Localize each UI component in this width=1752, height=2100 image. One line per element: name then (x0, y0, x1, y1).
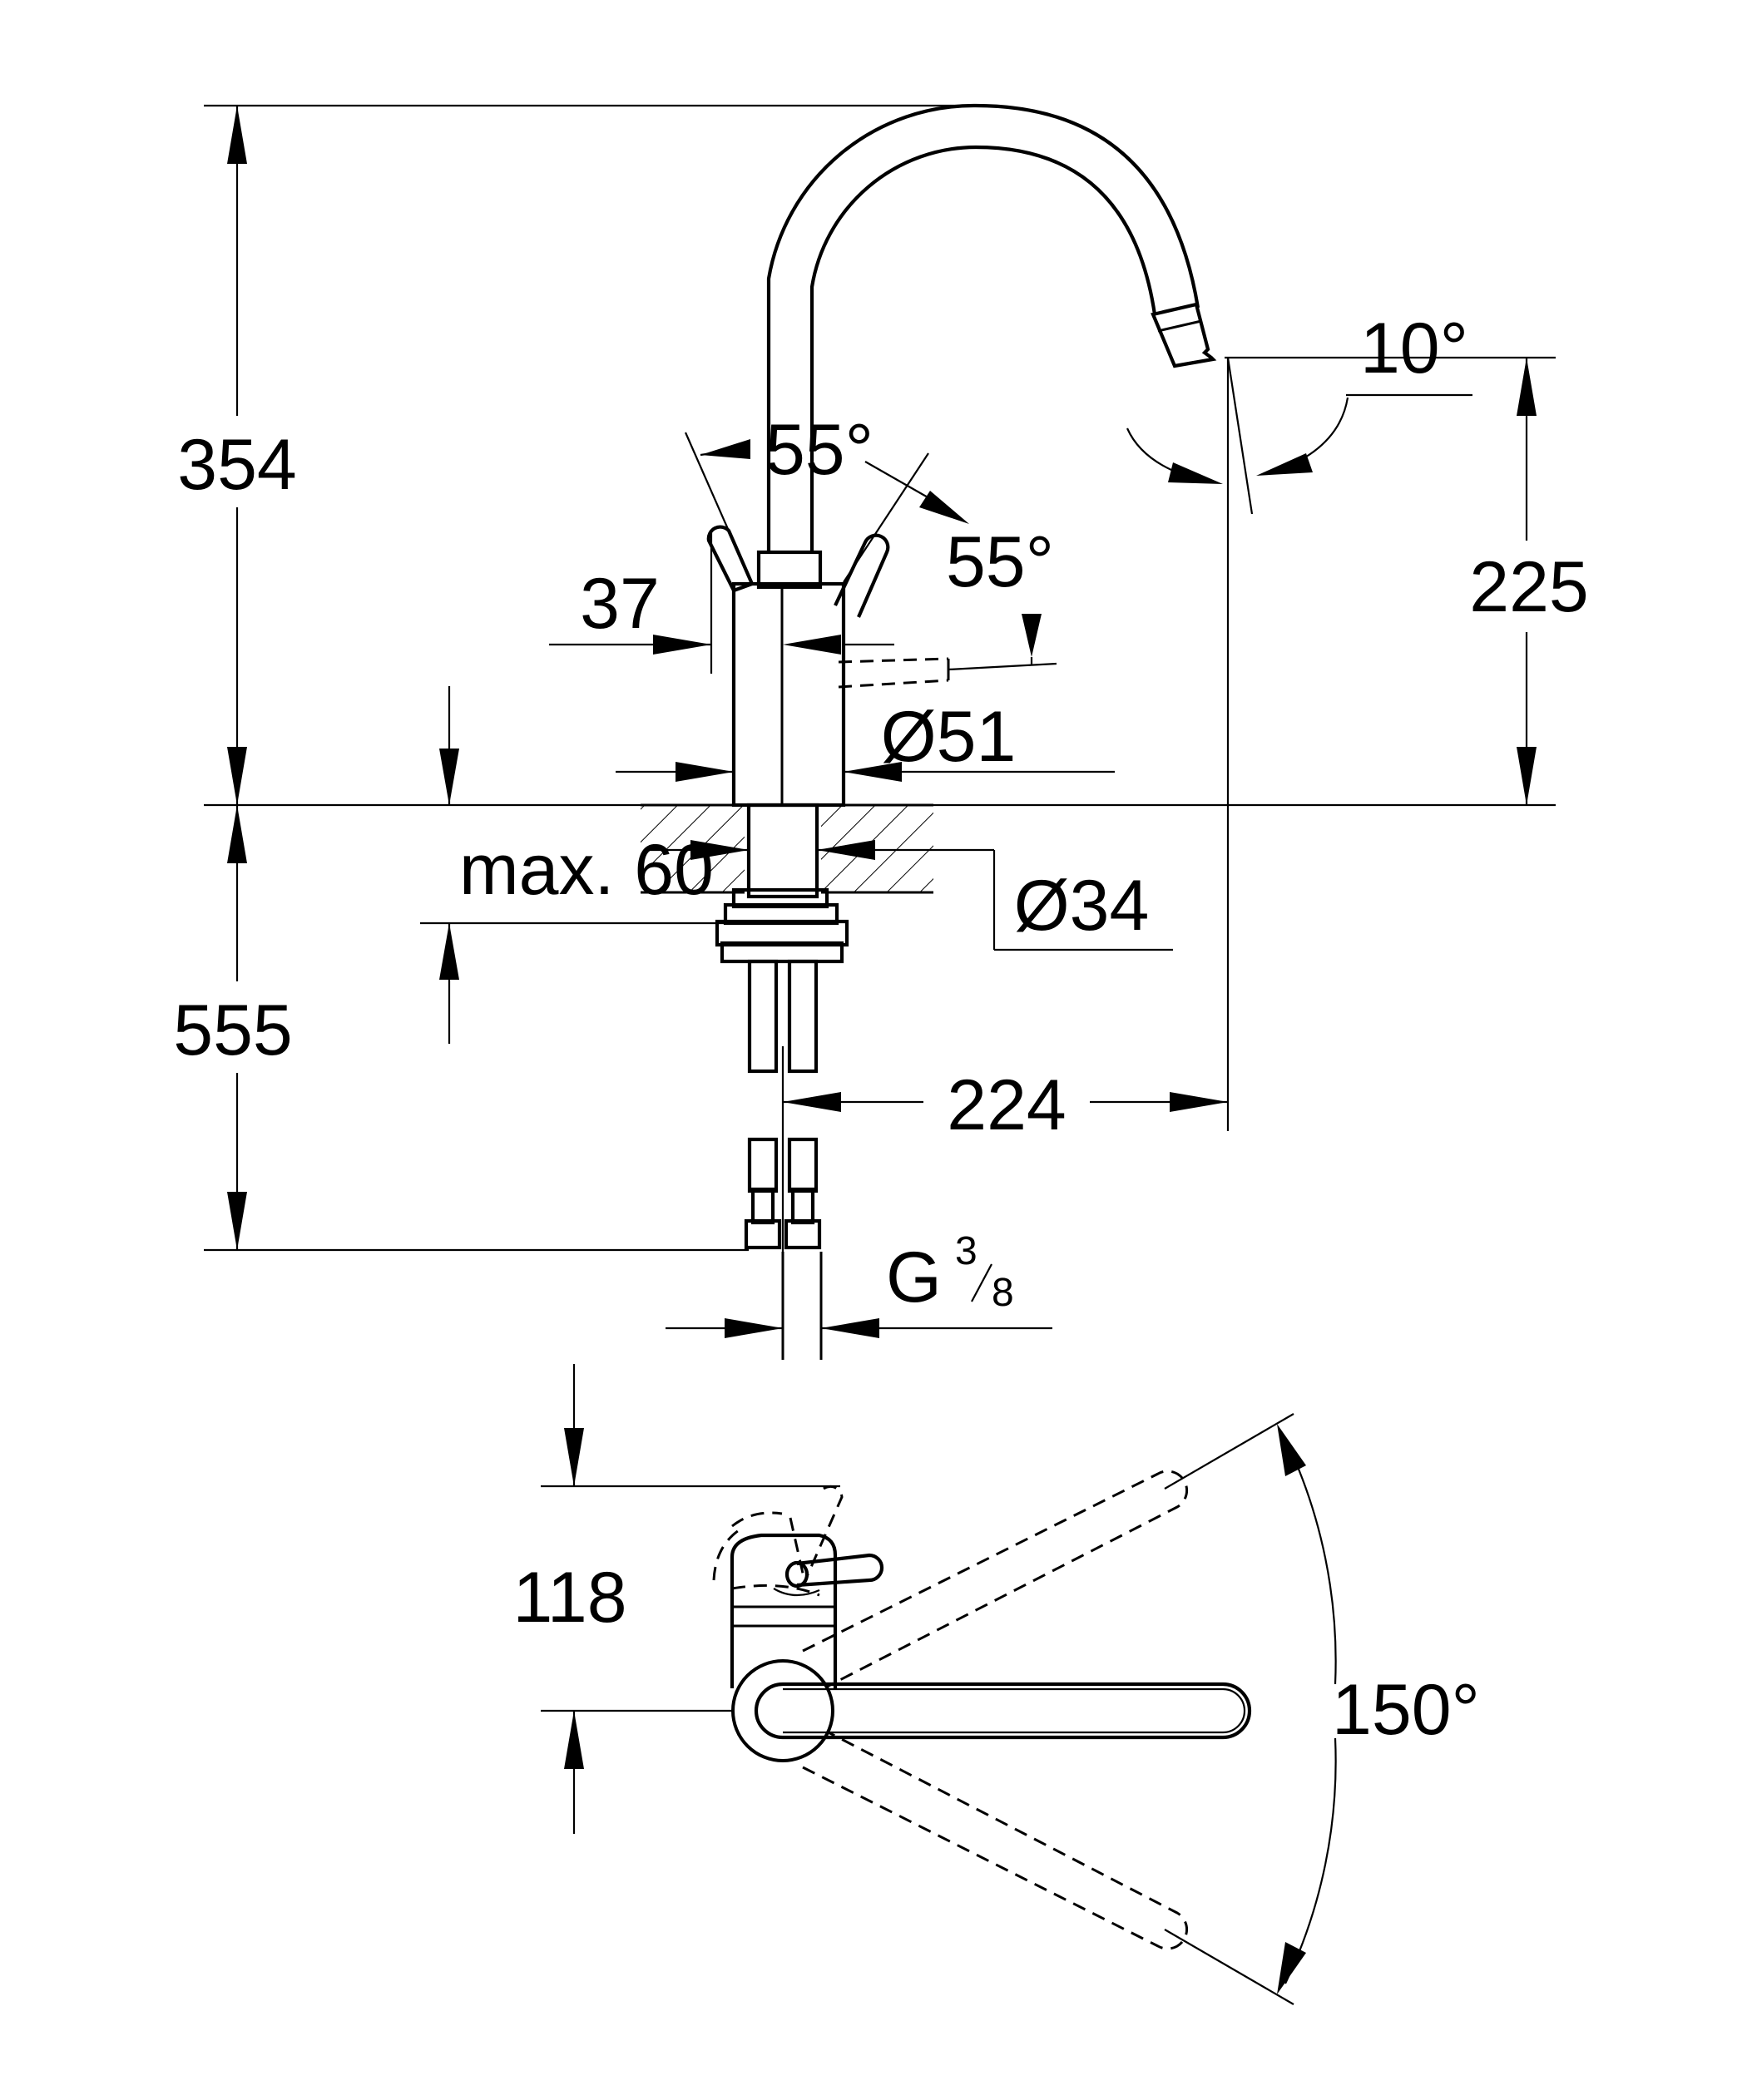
lever-alternate-position (838, 657, 1057, 689)
supply-hoses (744, 959, 823, 1360)
dimension-connection: G 3 8 (666, 1229, 1052, 1338)
spout (766, 103, 1217, 553)
dimension-angle-10: 10° (1126, 309, 1472, 515)
deck-thickness-label: max. 60 (459, 830, 714, 910)
dimension-118: 118 (512, 1364, 627, 1834)
elevation-view: 354 555 225 max. 60 (150, 103, 1614, 1360)
below-deck-label: 555 (173, 991, 293, 1070)
lever-angle-right-label: 55° (946, 522, 1054, 602)
spout-reach-label: 224 (947, 1065, 1067, 1145)
connection-thread-label: G (886, 1238, 942, 1317)
lever (706, 525, 890, 618)
top-view-body (730, 1533, 838, 1688)
mounting-nut (715, 887, 849, 964)
top-view: 118 (512, 1364, 1480, 2005)
dimension-deck-thickness: max. 60 (420, 686, 745, 1044)
top-view-lever (784, 1553, 884, 1589)
dimension-150: 150° (1164, 1413, 1480, 2005)
connection-fraction-numerator: 3 (955, 1229, 977, 1273)
swivel-angle-label: 150° (1332, 1670, 1480, 1750)
dimension-angle-55: 55° 55° (684, 410, 1054, 665)
dimension-354: 354 (150, 106, 316, 805)
body-diameter-label: Ø51 (881, 697, 1017, 777)
dimension-225: 225 (1448, 358, 1614, 805)
height-spout-label: 225 (1469, 547, 1589, 627)
dimension-37: 37 (549, 532, 894, 674)
spout-angle-label: 10° (1360, 309, 1468, 388)
hole-diameter-label: Ø34 (1014, 866, 1150, 946)
dimension-diameter-34: Ø34 (645, 840, 1173, 951)
lever-angle-left-label: 55° (765, 410, 874, 490)
top-view-spout (731, 1659, 1252, 1762)
top-offset-label: 118 (512, 1558, 626, 1638)
dimension-diameter-51: Ø51 (616, 697, 1115, 782)
dimension-224: 224 (783, 1056, 1228, 1148)
height-total-label: 354 (177, 425, 297, 505)
dimension-555: 555 (150, 805, 316, 1250)
lever-offset-label: 37 (580, 564, 660, 644)
connection-fraction-denominator: 8 (992, 1271, 1014, 1315)
reference-lines (204, 104, 1556, 1360)
countertop-section (641, 803, 933, 897)
spout-swivel-positions (712, 1470, 1189, 1950)
